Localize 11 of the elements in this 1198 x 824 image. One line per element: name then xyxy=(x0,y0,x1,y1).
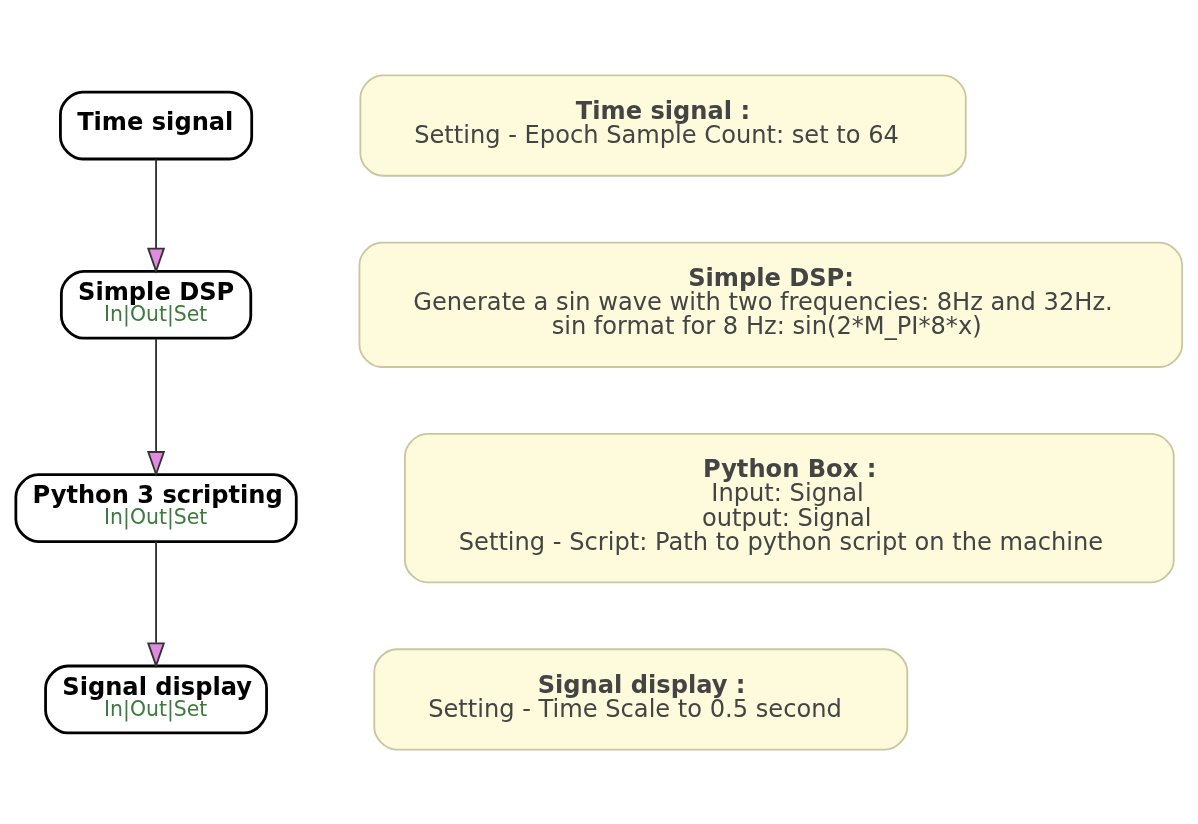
node-box: Time signal xyxy=(59,90,254,160)
node-box: Python Box : Input: Signal output: Signal Setting - Script: Path to python script on the machine xyxy=(404,432,1175,583)
arrow xyxy=(146,540,166,668)
node-box: Signal display In|Out|Set xyxy=(44,664,268,734)
node-box: Simple DSP: Generate a sin wave with two frequencies: 8Hz and 32Hz. sin format for 8 Hz: sin(2*M_PI*8*x) xyxy=(358,241,1184,368)
arrow xyxy=(146,337,166,477)
node-box: Python 3 scripting In|Out|Set xyxy=(14,472,298,543)
node-box: Simple DSP In|Out|Set xyxy=(59,269,253,340)
arrow xyxy=(146,158,166,274)
node-box: Time signal : Setting - Epoch Sample Count: set to 64 xyxy=(359,74,967,177)
node-box: Signal display : Setting - Time Scale to 0.5 second xyxy=(373,647,909,750)
